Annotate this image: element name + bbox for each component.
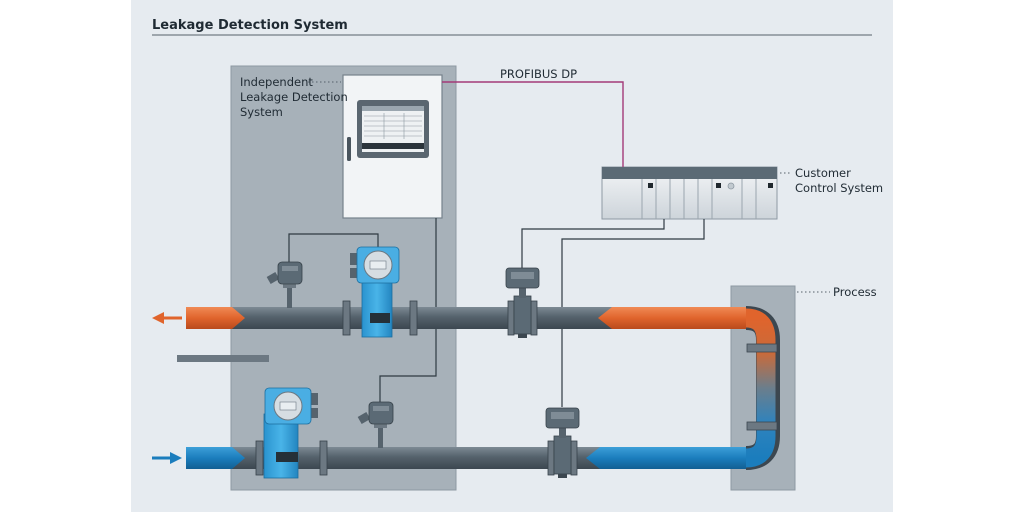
lower-flowmeter-display <box>279 401 297 411</box>
cabinet-handle <box>347 137 351 161</box>
independent-system-label-line-2: Leakage Detection <box>240 90 348 104</box>
upper-pipe-hot-outlet <box>186 307 245 329</box>
process-label: Process <box>833 285 877 299</box>
plc-led-2 <box>716 183 721 188</box>
bend-clamp-lower <box>746 421 778 431</box>
bend-clamp-upper <box>746 343 778 353</box>
upper-flowmeter-plate <box>370 313 390 323</box>
upper-inline-meter <box>505 267 540 338</box>
lower-pipe-cold-inlet <box>186 447 245 469</box>
plc-top-strip <box>602 167 777 179</box>
signal-wiring <box>288 218 705 407</box>
plc-led-3 <box>768 183 773 188</box>
pipe-flanges <box>255 300 578 476</box>
arrow-left-icon <box>152 312 182 324</box>
lower-flowmeter-port-2 <box>311 408 318 418</box>
screen-header-bar <box>362 106 424 111</box>
plc-module-dividers <box>641 179 757 219</box>
lower-inline-meter <box>545 407 580 478</box>
independent-system-label-line-3: System <box>240 105 283 119</box>
upper-pipe-hot-process <box>598 307 746 329</box>
return-bend-fluid <box>745 308 776 468</box>
arrow-right-icon <box>152 452 182 464</box>
upper-flowmeter-port-1 <box>350 253 357 265</box>
screen-table-lines <box>364 113 422 139</box>
lower-flowmeter-plate <box>276 452 298 462</box>
lower-temperature-sensor <box>357 401 394 448</box>
customer-control-label-line-2: Control System <box>795 181 883 195</box>
upper-flowmeter-port-2 <box>350 268 357 278</box>
lower-pipe-cold-process <box>586 447 746 469</box>
divider-bar <box>177 355 269 362</box>
profibus-line <box>442 81 624 167</box>
profibus-label: PROFIBUS DP <box>500 67 577 81</box>
leader-lines <box>308 81 830 293</box>
upper-flowmeter-body <box>361 278 393 338</box>
upper-temperature-sensor <box>266 261 303 308</box>
independent-system-label-line-1: Independent <box>240 75 313 89</box>
customer-control-label-line-1: Customer <box>795 166 851 180</box>
diagram-title: Leakage Detection System <box>152 18 348 33</box>
plc-knob <box>727 182 735 190</box>
lower-flowmeter-port-1 <box>311 393 318 405</box>
lower-flowmeter-body <box>263 413 299 479</box>
screen-footer-bar <box>362 143 424 149</box>
upper-flowmeter-display <box>369 260 387 270</box>
plc-led-1 <box>648 183 653 188</box>
